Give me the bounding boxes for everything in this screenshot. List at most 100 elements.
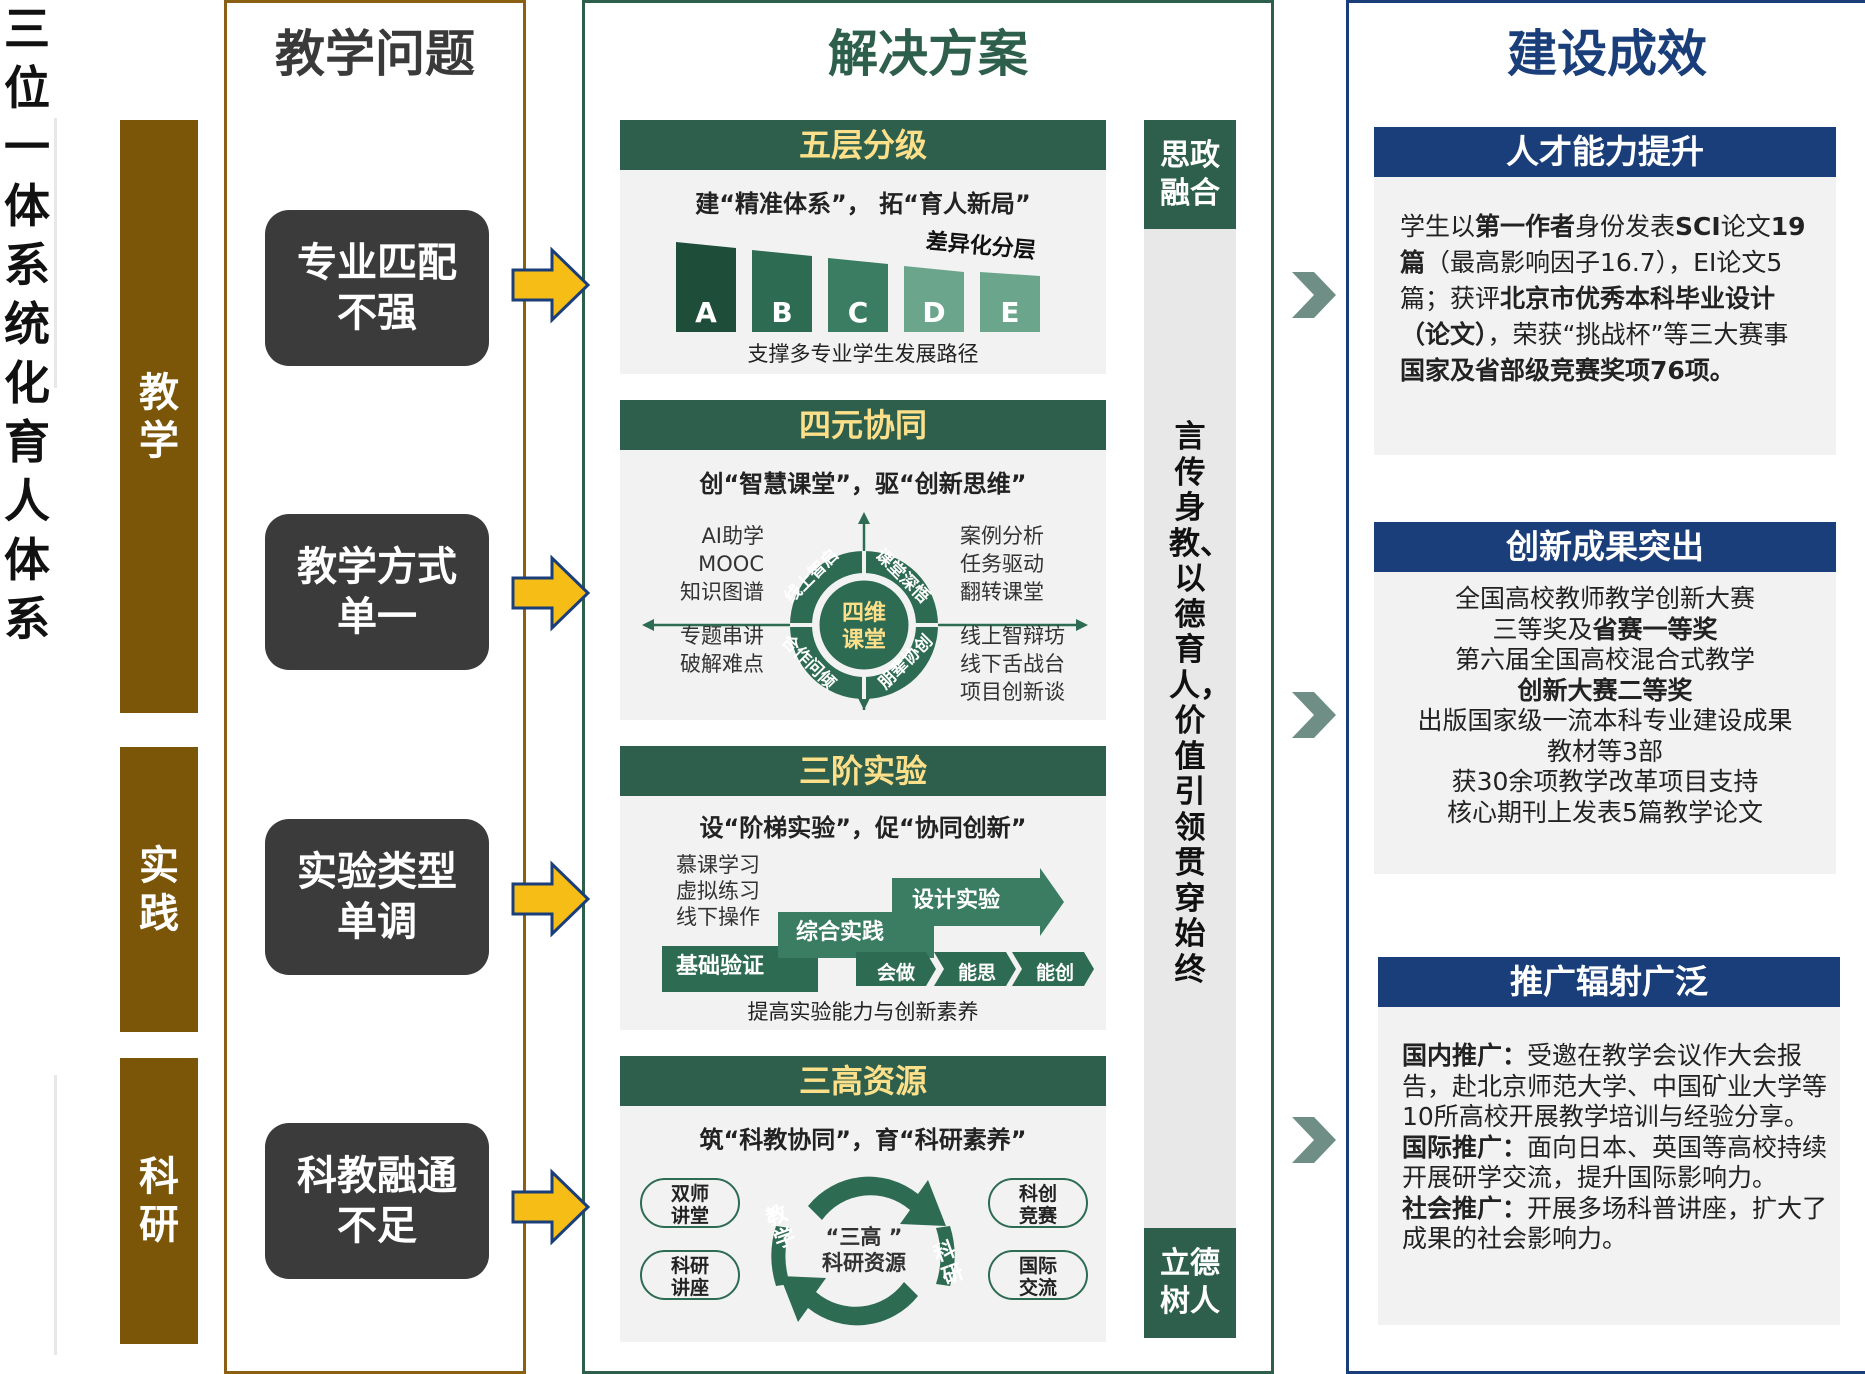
chevron-right-icon — [1292, 1117, 1336, 1163]
five-levels-panel: 建“精准体系”， 拓“育人新局” A B C D E 差异化分层 支撑多专业学生… — [620, 170, 1106, 374]
category-teaching: 教学 — [120, 120, 198, 713]
problems-header: 教学问题 — [275, 25, 475, 83]
promotion-text: 社会推广： — [1402, 1193, 1528, 1223]
promotion-text: 受邀在教学会议作大会报告，赴北京师范大学、中国矿业大学等10所高校开展教学培训与… — [1402, 1041, 1828, 1131]
talent-text: 国家及省部级竞赛奖项76项。 — [1400, 356, 1735, 385]
ideology-bottom-box: 立德树人 — [1144, 1228, 1236, 1338]
results-frame — [1346, 0, 1865, 1374]
three-stage-subtitle: 设“阶梯实验”，促“协同创新” — [699, 814, 1027, 842]
innovation-text: 教材等3部 — [1547, 736, 1663, 766]
ideology-vertical-text: 言传身教、以德育人，价值引领贯穿始终 — [1169, 419, 1231, 988]
problem-box: 教学方式单一 — [265, 514, 489, 670]
innovation-line: 第六届全国高校混合式教学 — [1384, 645, 1826, 676]
arrow-right-icon — [511, 246, 591, 324]
stage-comprehensive: 综合实践 — [796, 920, 885, 945]
three-stage-panel: 设“阶梯实验”，促“协同创新” 慕课学习 虚拟练习 线下操作 基础验证 综合实践… — [620, 796, 1106, 1030]
promotion-panel: 国内推广：受邀在教学会议作大会报告，赴北京师范大学、中国矿业大学等10所高校开展… — [1378, 1007, 1840, 1325]
talent-text: 论文 — [1720, 212, 1771, 241]
innovation-text: 出版国家级一流本科专业建设成果 — [1417, 706, 1793, 735]
innovation-text: 省赛一等奖 — [1592, 614, 1718, 644]
promotion-text: 面向日本、英国等高校持续开展研学交流，提升国际影响力。 — [1402, 1132, 1828, 1193]
level-label: B — [771, 296, 793, 329]
level-bars: A B C D E — [676, 232, 1066, 342]
resource-pill: 国际交流 — [988, 1250, 1088, 1300]
innovation-line: 核心期刊上发表5篇教学论文 — [1384, 798, 1826, 829]
talent-panel: 学生以第一作者身份发表SCI论文19篇（最高影响因子16.7），EI论文5篇；获… — [1374, 177, 1836, 455]
talent-text: 19篇 — [1400, 212, 1806, 277]
promotion-header: 推广辐射广泛 — [1378, 957, 1840, 1007]
innovation-line: 三等奖及省赛一等奖 — [1384, 615, 1826, 646]
arrow-right-icon — [511, 554, 591, 632]
innovation-text: 全国高校教师教学创新大赛 — [1454, 584, 1755, 613]
talent-text: 身份发表 — [1575, 212, 1676, 241]
results-header: 建设成效 — [1507, 25, 1707, 83]
resource-pill: 科创竞赛 — [988, 1178, 1088, 1228]
chevron-right-icon — [1292, 692, 1336, 738]
talent-header: 人才能力提升 — [1374, 127, 1836, 177]
four-dimension-diagram — [642, 512, 1088, 710]
talent-text: SCI — [1675, 212, 1721, 241]
talent-text: ，荣获“挑战杯”等三大赛事 — [1487, 320, 1789, 349]
system-title: 三位一体系统化育人体系 — [4, 2, 50, 646]
four-elements-subtitle: 创“智慧课堂”，驱“创新思维” — [699, 470, 1027, 498]
resource-pill: 科研讲座 — [640, 1250, 740, 1300]
promotion-paragraph: 社会推广：开展多场科普讲座，扩大了成果的社会影响力。 — [1402, 1194, 1828, 1255]
innovation-line: 出版国家级一流本科专业建设成果 — [1384, 706, 1826, 737]
level-label: C — [847, 296, 869, 329]
four-elements-header: 四元协同 — [620, 400, 1106, 450]
right-bottom-list: 线上智辩坊 线下舌战台 项目创新谈 — [960, 624, 1065, 704]
innovation-line: 获30余项教学改革项目支持 — [1384, 767, 1826, 798]
innovation-text: 第六届全国高校混合式教学 — [1454, 645, 1755, 674]
cycle-diagram — [771, 1176, 955, 1326]
level-label: E — [1000, 296, 1020, 329]
chevron-right-icon — [1292, 272, 1336, 318]
left-bottom-list: 专题串讲 破解难点 — [680, 624, 764, 676]
innovation-header: 创新成果突出 — [1374, 522, 1836, 572]
problem-box: 科教融通不足 — [265, 1123, 489, 1279]
resource-pill: 双师讲堂 — [640, 1178, 740, 1228]
promotion-text: 开展多场科普讲座，扩大了成果的社会影响力。 — [1402, 1193, 1828, 1254]
four-dimension-center: 四维课堂 — [841, 601, 886, 653]
promotion-text: 国际推广： — [1402, 1132, 1528, 1162]
chevron-label: 能创 — [1035, 962, 1074, 984]
innovation-text: 三等奖及 — [1492, 614, 1593, 644]
left-top-list: AI助学 MOOC 知识图谱 — [680, 524, 764, 604]
three-stage-caption: 提高实验能力与创新素养 — [747, 1000, 979, 1024]
innovation-text: 核心期刊上发表5篇教学论文 — [1447, 797, 1763, 827]
ideology-top-box: 思政融合 — [1144, 120, 1236, 229]
innovation-panel: 全国高校教师教学创新大赛三等奖及省赛一等奖第六届全国高校混合式教学创新大赛二等奖… — [1374, 572, 1836, 874]
five-levels-caption: 支撑多专业学生发展路径 — [747, 342, 979, 366]
talent-text: 第一作者 — [1475, 212, 1576, 241]
promotion-paragraph: 国际推广：面向日本、英国等高校持续开展研学交流，提升国际影响力。 — [1402, 1133, 1828, 1194]
four-elements-panel: 创“智慧课堂”，驱“创新思维” 四维课堂 线上智启 课堂深悟 合作问倾 朋辈协创… — [620, 450, 1106, 720]
promotion-paragraph: 国内推广：受邀在教学会议作大会报告，赴北京师范大学、中国矿业大学等10所高校开展… — [1402, 1041, 1828, 1133]
five-levels-subtitle: 建“精准体系”， 拓“育人新局” — [695, 190, 1031, 218]
stage-basic: 基础验证 — [676, 954, 765, 979]
stair-steps — [662, 868, 1064, 992]
right-top-list: 案例分析 任务驱动 翻转课堂 — [960, 524, 1044, 604]
five-levels-header: 五层分级 — [620, 120, 1106, 170]
three-stage-header: 三阶实验 — [620, 746, 1106, 796]
innovation-line: 教材等3部 — [1384, 737, 1826, 768]
chevron-label: 能思 — [957, 962, 996, 984]
promotion-text: 国内推广： — [1402, 1041, 1528, 1070]
talent-text: 北京市优秀本科毕业设计（论文） — [1400, 284, 1776, 349]
innovation-line: 创新大赛二等奖 — [1384, 676, 1826, 707]
category-research: 科研 — [120, 1058, 198, 1344]
arrow-right-icon — [511, 860, 591, 938]
solutions-header: 解决方案 — [828, 25, 1028, 83]
problem-box: 实验类型单调 — [265, 819, 489, 975]
three-high-header: 三高资源 — [620, 1056, 1106, 1106]
ideology-bar — [1144, 229, 1236, 1228]
level-label: D — [922, 296, 946, 329]
three-high-panel: 筑“科教协同”，育“科研素养” “三高 ”科研资源 教学 科研 双师讲堂 科研讲… — [620, 1106, 1106, 1342]
innovation-line: 全国高校教师教学创新大赛 — [1384, 584, 1826, 615]
problems-frame — [224, 0, 526, 1374]
chevron-label: 会做 — [876, 962, 915, 984]
talent-text: 学生以 — [1400, 212, 1476, 241]
innovation-text: 获30余项教学改革项目支持 — [1451, 767, 1759, 796]
category-practice: 实践 — [120, 747, 198, 1032]
level-label: A — [695, 296, 717, 329]
stage-design: 设计实验 — [912, 888, 1001, 913]
problem-box: 专业匹配不强 — [265, 210, 489, 366]
